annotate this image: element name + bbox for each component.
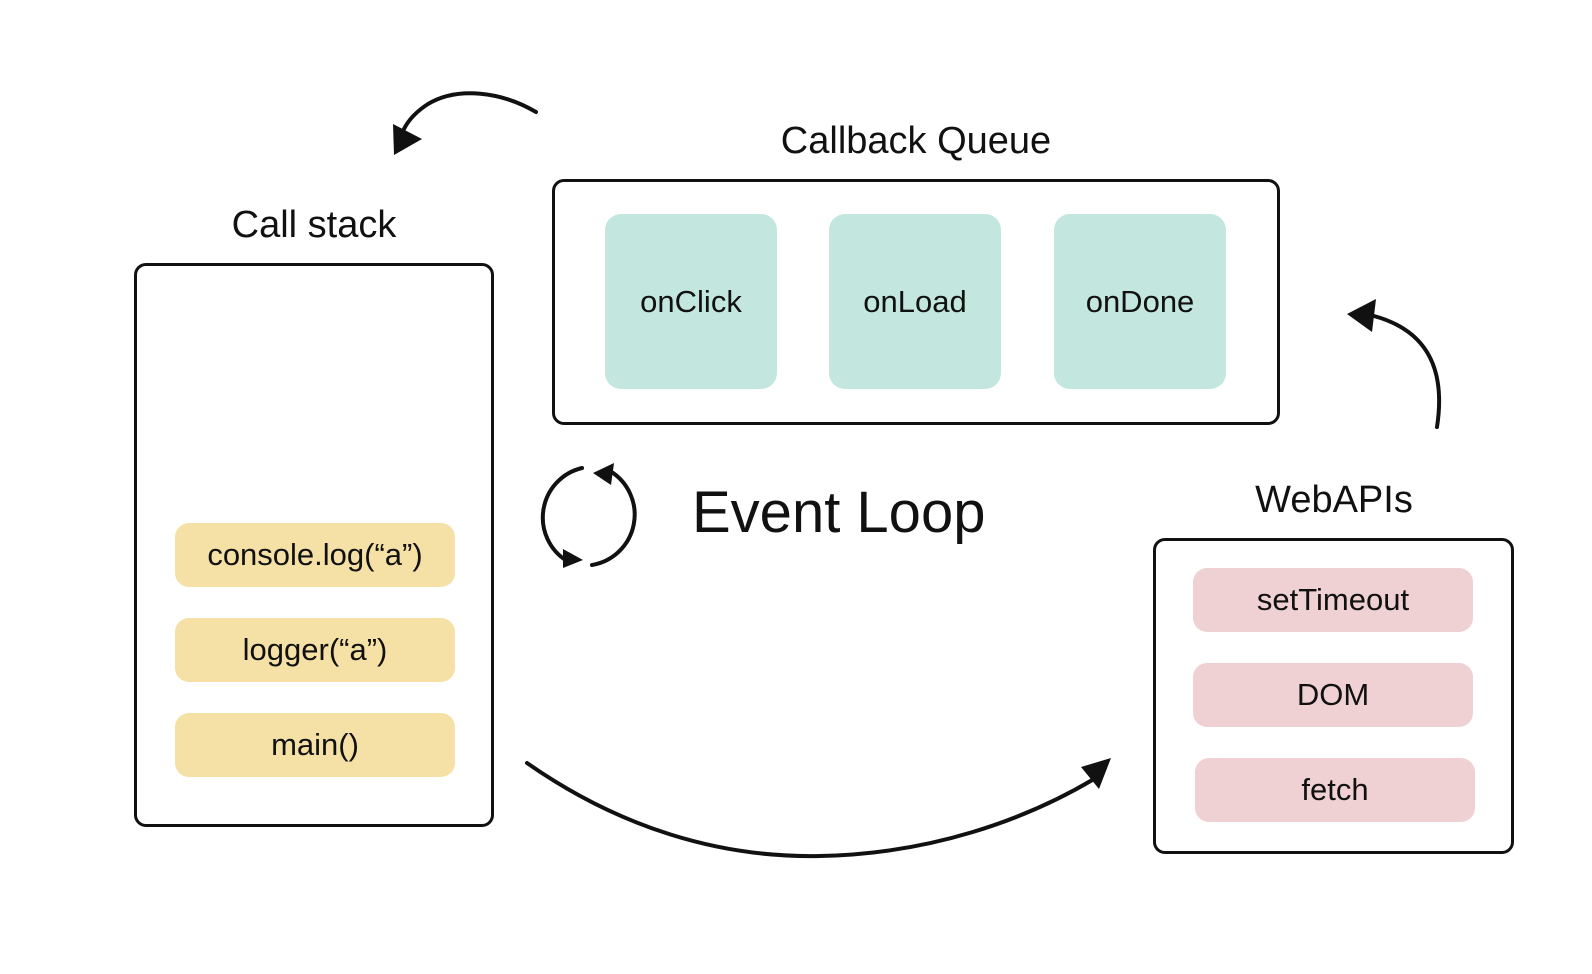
webapis-to-queue-arrow xyxy=(1347,299,1442,429)
callback-onclick: onClick xyxy=(605,214,777,389)
stack-to-webapis-arrow xyxy=(525,758,1111,859)
stack-frame-logger: logger(“a”) xyxy=(175,618,455,682)
stack-frame-main: main() xyxy=(175,713,455,777)
callback-ondone: onDone xyxy=(1054,214,1226,389)
callback-onload: onLoad xyxy=(829,214,1001,389)
call-stack-title: Call stack xyxy=(231,204,397,246)
event-loop-label: Event Loop xyxy=(692,480,986,545)
webapi-settimeout: setTimeout xyxy=(1193,568,1473,632)
callback-queue-title: Callback Queue xyxy=(780,120,1052,162)
webapi-dom: DOM xyxy=(1193,663,1473,727)
webapis-title: WebAPIs xyxy=(1255,479,1413,521)
queue-to-stack-arrow xyxy=(393,91,538,155)
stack-frame-console-log: console.log(“a”) xyxy=(175,523,455,587)
webapi-fetch: fetch xyxy=(1195,758,1475,822)
cycle-arrows-icon xyxy=(540,463,637,568)
